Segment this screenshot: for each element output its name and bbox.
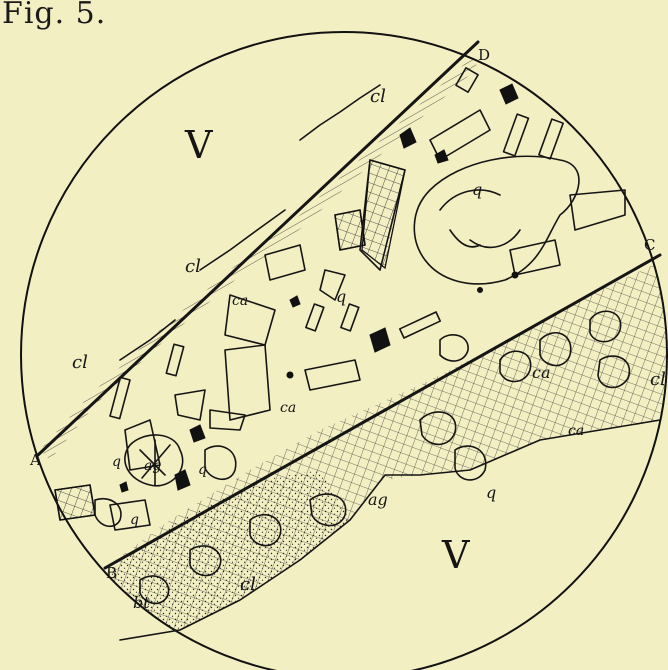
dotted-zone xyxy=(110,470,350,640)
label-q-1: q xyxy=(472,180,482,199)
cleavage-crystal-2 xyxy=(55,485,95,520)
cleavage-crystal xyxy=(362,160,405,268)
point-c-label: C xyxy=(644,236,655,254)
void-label-lower: V xyxy=(441,533,470,577)
label-q-2: q xyxy=(336,287,346,306)
label-ca-3: ca xyxy=(568,423,584,439)
cleavage-crystal-3 xyxy=(335,210,365,250)
label-cl-2: cl xyxy=(185,256,201,277)
label-cl-1: cl xyxy=(370,86,386,107)
label-cl-3: cl xyxy=(72,352,88,373)
label-q-4: q xyxy=(198,462,207,478)
quartz-grain-large xyxy=(414,156,579,284)
label-ca-1: ca xyxy=(280,400,296,416)
point-d-label: D xyxy=(478,46,490,64)
label-ca-2: ca xyxy=(532,363,551,382)
point-b-label: B xyxy=(106,564,117,582)
label-q-5: q xyxy=(130,512,139,528)
label-q-6: q xyxy=(486,483,496,502)
label-cl-4: cl xyxy=(650,369,666,390)
label-cl-5: cl xyxy=(240,574,256,595)
void-label-upper: V xyxy=(184,123,213,167)
label-q-3: q xyxy=(112,454,121,470)
label-ag-2: ag xyxy=(368,490,388,509)
label-bt: bt xyxy=(133,593,150,612)
point-a-label: A xyxy=(29,451,41,469)
label-cs: ca xyxy=(232,293,248,309)
label-ag-1: ag xyxy=(144,458,161,474)
